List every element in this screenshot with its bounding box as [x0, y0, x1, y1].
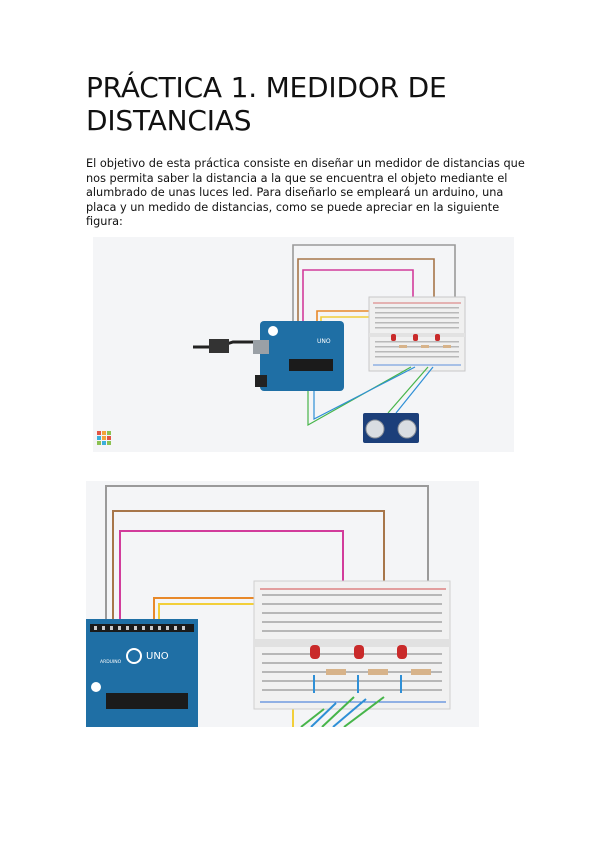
circuit-closeup-drawing: UNO ARDUINO [86, 485, 451, 727]
resistor [326, 669, 431, 675]
resistor [399, 345, 451, 348]
ultrasonic-sensor [363, 413, 419, 443]
arduino-uno-label: UNO [146, 651, 169, 662]
blue-wire [332, 698, 367, 727]
green-wire [343, 696, 385, 727]
circuit-overview-drawing: UNO [97, 244, 466, 445]
blue-wire [310, 702, 337, 727]
green-wire [300, 708, 325, 727]
arduino-model-label: ARDUINO [100, 659, 122, 665]
green-wire [321, 696, 355, 727]
usb-plug [209, 339, 229, 353]
led-red [391, 334, 440, 341]
circuit-closeup-figure: UNO ARDUINO [86, 481, 479, 727]
green-wire [387, 366, 429, 414]
blue-wire [395, 366, 434, 414]
led-red [310, 645, 407, 659]
breadboard [368, 296, 466, 372]
intro-paragraph: El objetivo de esta práctica consiste en… [86, 157, 525, 229]
page-title: PRÁCTICA 1. MEDIDOR DE DISTANCIAS [86, 71, 447, 137]
arduino-board: UNO [253, 321, 344, 391]
arduino-board: UNO ARDUINO [86, 619, 198, 727]
gray-wire [292, 244, 456, 325]
breadboard [253, 580, 451, 710]
blue-wire [313, 366, 416, 420]
brown-wire [297, 258, 435, 333]
gray-wire [105, 485, 429, 671]
circuit-overview-figure: UNO [93, 237, 514, 452]
tinkercad-logo [97, 431, 111, 445]
arduino-uno-label: UNO [317, 338, 331, 345]
